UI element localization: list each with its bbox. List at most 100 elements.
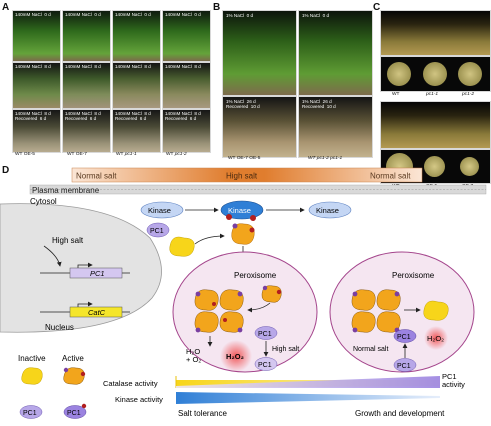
panel-d-label: D [2,165,10,176]
pc1-gene-label: PC1 [90,269,105,278]
photo-caption: 140mM NaCl 0 d [65,12,101,17]
kinase-active [220,200,264,220]
mechanism-diagram: Normal salt High salt Normal salt Plasma… [0,167,487,419]
h2o2-label: H₂O₂ [226,352,244,361]
catalase-tetramer-icon [351,289,401,333]
pc1-active-icon [63,405,87,419]
pc1-peroxisome-right [393,329,417,343]
plant-photo: 1% NaCl 26 d Recovered 10 d [222,96,297,158]
pc1-activity-line: activity [442,380,465,389]
pc1-peroxisome [254,326,278,340]
kinase-left [140,201,184,219]
panel-b-label: B [213,2,221,13]
genotype-label: WT OE-5 [15,152,35,157]
plant-photo: 1% NaCl 26 d Recovered 10 d [298,96,373,158]
photo-caption: 140mM NaCl 0 d [115,12,151,17]
photo-caption: 1% NaCl 0 d [226,13,254,18]
genotype-line: OE-7 [75,152,87,157]
genotype-label: WT OE-7 OE-5 [228,156,261,161]
normal-salt-arrow-label: Normal salt [353,346,388,353]
photo-caption: 1% NaCl 0 d [302,13,330,18]
high-salt-arrow-label: High salt [272,346,299,353]
high-salt-label: High salt [52,236,84,245]
panel-b: 1% NaCl 0 d 1% NaCl 0 d 1% NaCl 26 d Rec… [222,10,373,162]
plant-photo: 140mM NaCl 8 d [162,62,211,109]
catc-gene-label: CatC [88,308,106,317]
pc1-precursor-label: PC1 [397,363,411,370]
pc1-precursor [393,358,417,372]
pc1-activity-bar [176,376,440,388]
photo-caption: 140mM NaCl 0 d [15,12,51,17]
salt-bar: Normal salt High salt Normal salt [71,167,423,183]
photo-caption: 140mM NaCl 8 d Recovered 6 d [115,111,151,121]
photo-caption: 1% NaCl 26 d Recovered 10 d [302,99,336,109]
photo-caption: 140mM NaCl 8 d [15,64,51,69]
peroxisome-normal-salt: Peroxisome H₂O₂ PC1 Normal salt PC1 [329,251,475,373]
activity-bars: Catalase activity PC1 activity Kinase ac… [103,372,465,418]
text-line: H₂O [186,347,200,356]
grain-photo [380,56,491,92]
plant-photo: 140mM NaCl 8 d Recovered 6 d [162,109,211,153]
catalase-inactive-icon [169,236,195,257]
genotype-line: OE-5 [23,152,35,157]
pc1-activity-line: PC1 [442,372,457,381]
catalase-active-icon [63,367,85,385]
h2o2-right-label: H₂O₂ [427,334,444,343]
grain-pile [458,62,482,86]
pc1-peroxisome-label: PC1 [258,331,272,338]
legend-inactive-label: Inactive [18,354,46,363]
panicle-photo [380,10,491,56]
pc1-degraded-label: PC1 [258,362,272,369]
legend-active-label: Active [62,354,84,363]
photo-caption: 140mM NaCl 8 d [115,64,151,69]
photo-caption: 140mM NaCl 8 d Recovered 6 d [165,111,201,121]
pc1-cytosol [146,222,170,238]
genotype-wt: WT [166,152,174,157]
genotype-line: pc1-1 [124,152,137,157]
catalase-activity-label: Catalase activity [103,379,158,388]
plant-photo: 140mM NaCl 8 d Recovered 6 d [62,109,111,153]
grain-pile [423,62,447,86]
nucleus-label: Nucleus [45,323,74,332]
genotype-wt: WT [15,152,23,157]
kinase-activity-label: Kinase activity [115,395,163,404]
photo-caption: 1% NaCl 26 d Recovered 10 d [226,99,260,109]
pc1-activity-label: PC1 activity [442,372,465,389]
photo-caption: 140mM NaCl 8 d [165,64,201,69]
pc1-inactive-label: PC1 [23,410,37,417]
grain-pile [460,157,479,176]
catc-gene [69,306,123,318]
genotype-label: WT pc1-2 pc1-1 [308,156,343,161]
panel-a: 140mM NaCl 0 d 140mM NaCl 0 d 140mM NaCl… [12,10,211,158]
genotype-wt: WT [116,152,124,157]
pc1-gene [69,267,123,279]
grain-pile [387,62,411,86]
genotype-label: WT pc1-2 [166,152,187,157]
plant-photo: 140mM NaCl 0 d [162,10,211,62]
panel-c-label: C [373,2,381,13]
plasma-membrane: Plasma membrane [29,184,487,195]
plant-photo: 140mM NaCl 0 d [12,10,61,62]
panel-a-label: A [2,2,10,13]
salt-label-mid: High salt [226,172,258,181]
photo-caption: 140mM NaCl 8 d Recovered 6 d [15,111,51,121]
cytosol-label: Cytosol [30,197,57,206]
plant-photo: 140mM NaCl 8 d [62,62,111,109]
plant-photo: 140mM NaCl 0 d [62,10,111,62]
plant-photo: 140mM NaCl 8 d [12,62,61,109]
photo-caption: 140mM NaCl 8 d [65,64,101,69]
kinase-active-label: Kinase [228,206,251,215]
kinase-left-label: Kinase [148,206,171,215]
salt-label-left: Normal salt [76,172,117,181]
genotype-label: WT OE-7 [67,152,87,157]
catalase-inactive-icon [423,300,449,321]
pc1-active-label: PC1 [67,410,81,417]
catalase-inactive-icon [21,367,43,385]
genotype-label: pc1-1 [426,92,438,97]
plant-photo: 140mM NaCl 8 d [112,62,161,109]
kinase-row: Kinase Kinase Kinase [140,200,352,221]
salt-tolerance-label: Salt tolerance [178,409,227,418]
photo-caption: 140mM NaCl 8 d Recovered 6 d [65,111,101,121]
photo-caption: 140mM NaCl 0 d [165,12,201,17]
plant-photo: 140mM NaCl 8 d Recovered 6 d [12,109,61,153]
